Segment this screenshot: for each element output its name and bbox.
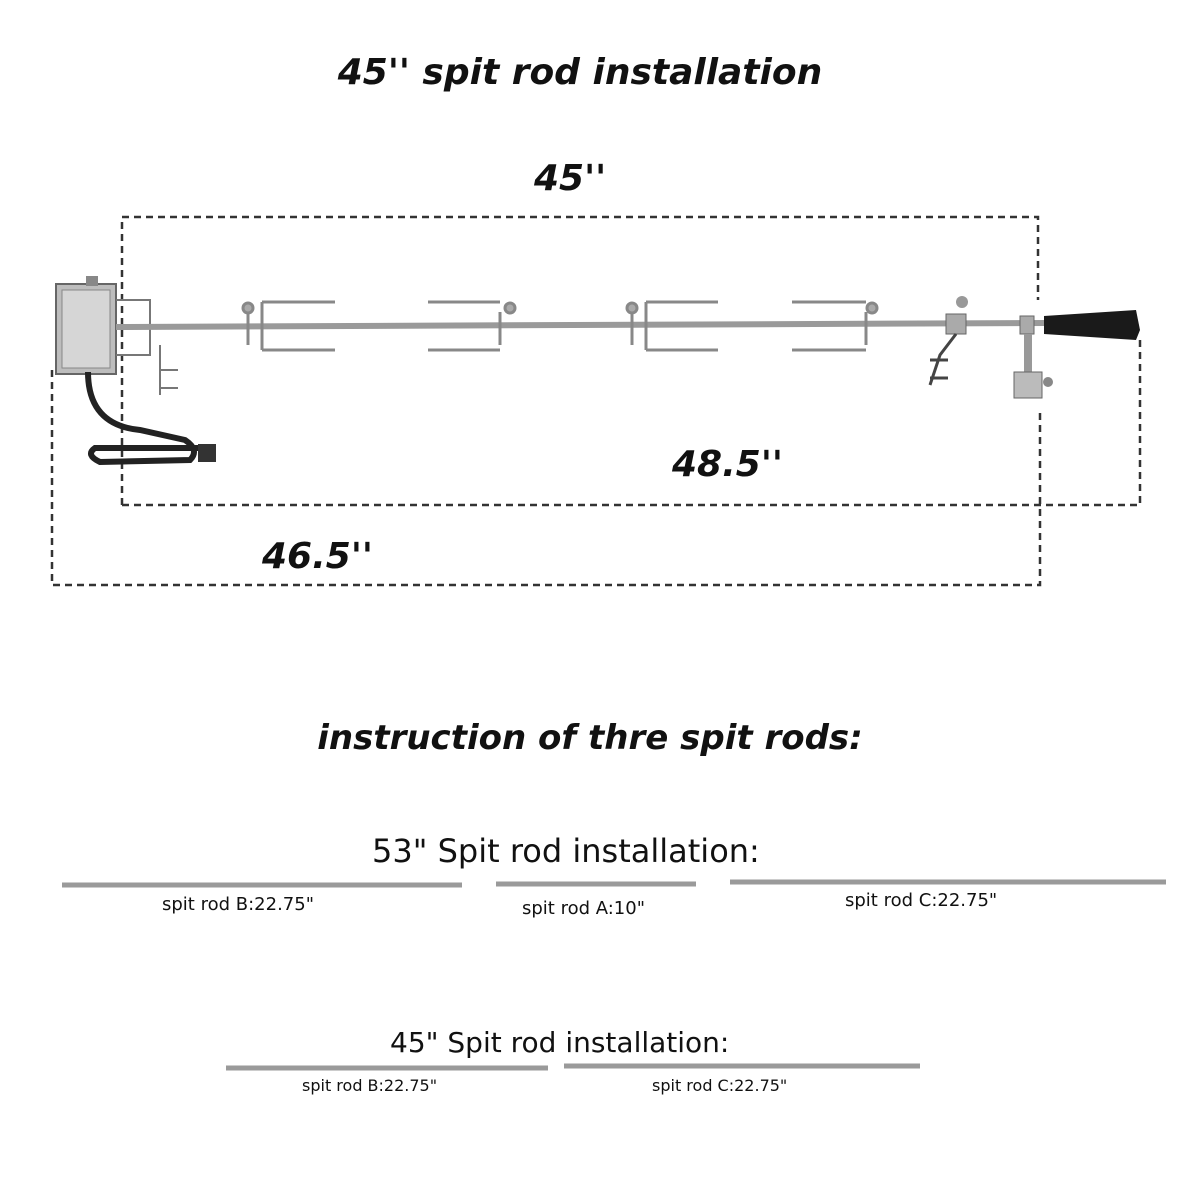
dimension-box-46-5	[50, 370, 1042, 587]
rod-handle	[1044, 310, 1140, 340]
spit-rod	[115, 320, 1046, 330]
meat-fork	[241, 300, 335, 352]
dimension-box-48-5	[122, 340, 1142, 507]
rod-label-b: spit rod B:22.75"	[302, 1076, 438, 1095]
rod-label-c: spit rod C:22.75"	[845, 890, 998, 911]
motor-unit	[55, 276, 178, 395]
dimension-label-46-5: 46.5''	[262, 536, 373, 577]
rod-support-bracket	[1013, 315, 1053, 399]
rod-label-b: spit rod B:22.75"	[162, 894, 314, 915]
dimension-label-48-5: 48.5''	[672, 444, 783, 485]
config-53-title: 53" Spit rod installation:	[372, 832, 760, 870]
segment-rods-53	[62, 879, 1166, 888]
config-45-title: 45" Spit rod installation:	[390, 1026, 730, 1059]
dimension-box-45	[120, 215, 1040, 505]
instruction-heading: instruction of thre spit rods:	[317, 718, 863, 758]
meat-fork	[625, 300, 718, 352]
rod-label-c: spit rod C:22.75"	[652, 1076, 788, 1095]
meat-fork	[428, 300, 517, 352]
segment-rods-45	[226, 1063, 920, 1071]
meat-fork	[792, 300, 879, 352]
power-cord	[85, 371, 216, 466]
dimension-label-45: 45''	[534, 158, 607, 199]
rod-collar	[928, 296, 968, 386]
page-title: 45'' spit rod installation	[337, 52, 823, 93]
rod-label-a: spit rod A:10"	[522, 898, 645, 919]
